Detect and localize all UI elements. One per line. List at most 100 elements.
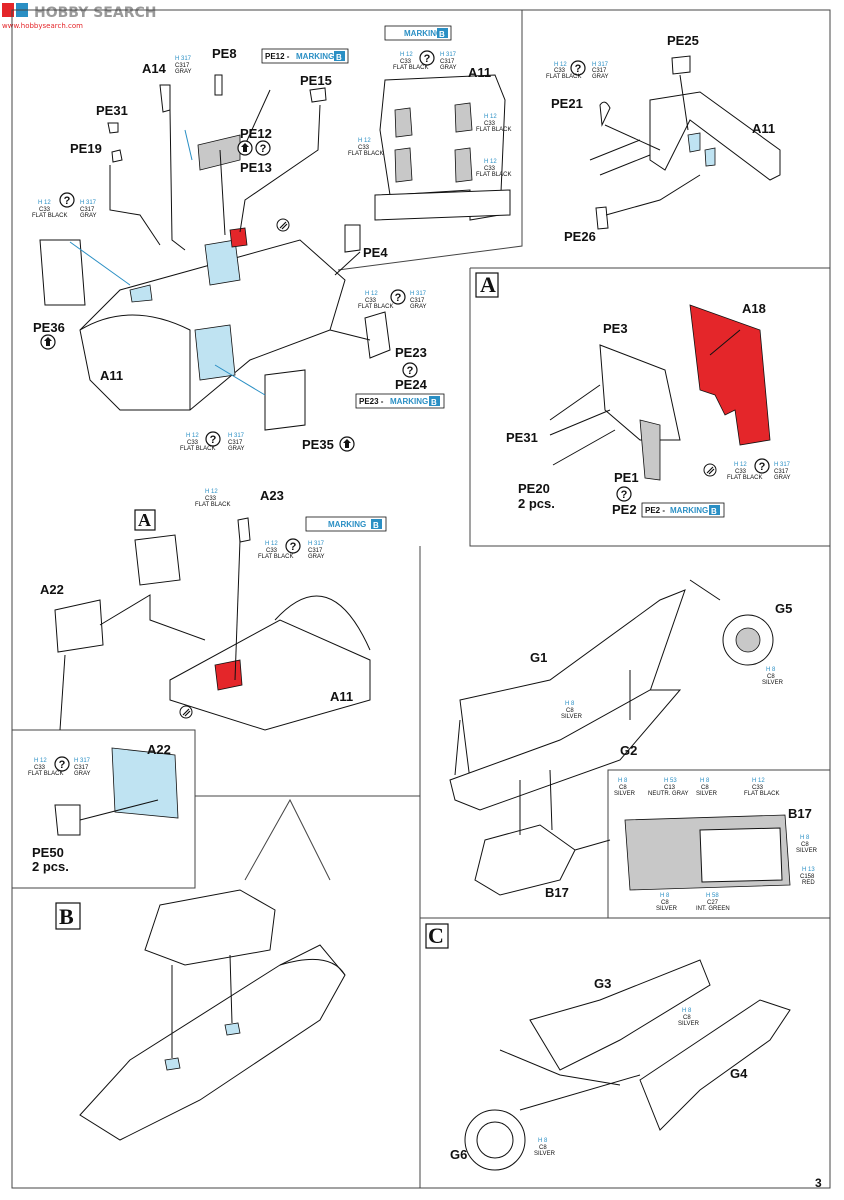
bend-icon — [339, 436, 355, 452]
svg-text:H 58: H 58 — [706, 893, 719, 899]
svg-text:GRAY: GRAY — [308, 554, 325, 560]
svg-text:H 8: H 8 — [682, 1008, 692, 1014]
part-label: PE21 — [551, 96, 583, 111]
paint-callout: H 12 C33 FLAT BLACK — [195, 489, 230, 508]
svg-text:NEUTR. GRAY: NEUTR. GRAY — [648, 791, 689, 797]
svg-text:GRAY: GRAY — [774, 475, 791, 481]
svg-text:H 8: H 8 — [766, 667, 776, 673]
svg-text:GRAY: GRAY — [410, 304, 427, 310]
paint-callout: H 12 C33 FLAT BLACK H 317 C317 GRAY — [28, 758, 91, 777]
svg-text:H 317: H 317 — [228, 433, 245, 439]
watermark-text: HOBBY SEARCH — [34, 5, 156, 21]
svg-text:SILVER: SILVER — [796, 848, 818, 854]
part-label: PE23 — [395, 345, 427, 360]
svg-text:C317: C317 — [308, 548, 323, 554]
paint-callout: H 12 C33 FLAT BLACK H 317 C317 GRAY — [32, 200, 97, 219]
marking-badge-pe12: PE12 - MARKING B — [261, 48, 349, 64]
svg-text:H 12: H 12 — [34, 758, 47, 764]
paint-callout: H 13 C158 RED — [800, 867, 815, 886]
question-icon — [754, 458, 770, 474]
svg-text:MARKING: MARKING — [670, 506, 708, 515]
svg-text:H 12: H 12 — [365, 291, 378, 297]
svg-text:PE2 -: PE2 - — [645, 506, 665, 515]
svg-text:H 317: H 317 — [592, 62, 609, 68]
part-label: PE13 — [240, 160, 272, 175]
svg-text:B: B — [336, 53, 342, 62]
part-label: PE20 — [518, 481, 550, 496]
svg-text:GRAY: GRAY — [440, 65, 457, 71]
paint-callout: H 8 C8 SILVER — [614, 778, 636, 797]
part-label: PE24 — [395, 377, 428, 392]
paint-callout: H 12 C33 FLAT BLACK — [476, 159, 511, 178]
svg-text:FLAT BLACK: FLAT BLACK — [744, 791, 779, 797]
svg-text:H 8: H 8 — [565, 701, 575, 707]
watermark-url: www.hobbysearch.com — [2, 22, 83, 30]
part-label: PE4 — [363, 245, 388, 260]
svg-text:SILVER: SILVER — [534, 1151, 556, 1157]
svg-text:MARKING: MARKING — [390, 397, 428, 406]
paint-callout: H 12 C33 FLAT BLACK — [476, 114, 511, 133]
svg-text:GRAY: GRAY — [74, 771, 91, 777]
paint-callout: H 58 C27 INT. GREEN — [696, 893, 730, 912]
svg-text:C33: C33 — [266, 548, 278, 554]
svg-text:H 8: H 8 — [538, 1138, 548, 1144]
paint-callout: H 8 C8 SILVER — [534, 1138, 556, 1157]
svg-text:B: B — [373, 521, 379, 530]
svg-text:H 12: H 12 — [484, 159, 497, 165]
svg-text:C33: C33 — [187, 440, 199, 446]
cockpit-assembly — [39, 55, 791, 1171]
svg-text:C33: C33 — [484, 166, 496, 172]
svg-text:H 12: H 12 — [186, 433, 199, 439]
svg-text:C8: C8 — [801, 842, 809, 848]
svg-text:PE23 -: PE23 - — [359, 397, 384, 406]
svg-text:SILVER: SILVER — [614, 791, 636, 797]
paint-callout: H 12 C33 FLAT BLACK — [348, 138, 383, 157]
page-number: 3 — [815, 1176, 822, 1190]
question-icon — [285, 538, 301, 554]
svg-text:FLAT BLACK: FLAT BLACK — [258, 554, 293, 560]
svg-text:INT. GREEN: INT. GREEN — [696, 906, 730, 912]
svg-text:FLAT BLACK: FLAT BLACK — [28, 771, 63, 777]
svg-text:FLAT BLACK: FLAT BLACK — [393, 65, 428, 71]
part-label: PE35 — [302, 437, 334, 452]
question-icon — [205, 431, 221, 447]
part-label: A11 — [330, 689, 353, 704]
watermark-logo-icon — [2, 3, 14, 17]
watermark: HOBBY SEARCH www.hobbysearch.com — [2, 3, 156, 30]
svg-text:C8: C8 — [539, 1145, 547, 1151]
svg-text:C158: C158 — [800, 874, 815, 880]
svg-text:C33: C33 — [365, 298, 377, 304]
paint-callout: H 12 C33 FLAT BLACK H 317 C317 GRAY — [727, 462, 791, 481]
part-label: A11 — [100, 368, 123, 383]
paint-callout: H 12 C33 FLAT BLACK H 317 C317 GRAY — [258, 541, 325, 560]
svg-text:MARKING: MARKING — [404, 29, 442, 38]
svg-text:FLAT BLACK: FLAT BLACK — [180, 446, 215, 452]
svg-text:H 12: H 12 — [400, 52, 413, 58]
svg-text:H 12: H 12 — [734, 462, 747, 468]
svg-text:C33: C33 — [34, 765, 46, 771]
paint-callout: H 8 C8 SILVER — [762, 667, 784, 686]
bend-icon — [40, 334, 56, 350]
paint-callout: H 8 C8 SILVER — [678, 1008, 700, 1027]
question-icon — [419, 50, 435, 66]
marking-badges: PE12 - MARKING B PE23 - MARKING B PE2 - … — [261, 25, 725, 532]
svg-text:B: B — [439, 30, 445, 39]
part-label: PE15 — [300, 73, 332, 88]
question-icon — [570, 60, 586, 76]
question-icon — [616, 486, 632, 502]
svg-text:C33: C33 — [554, 68, 566, 74]
svg-text:H 317: H 317 — [440, 52, 457, 58]
svg-text:C33: C33 — [205, 496, 217, 502]
svg-text:FLAT BLACK: FLAT BLACK — [32, 213, 67, 219]
svg-text:PE12 -: PE12 - — [265, 52, 290, 61]
paint-callout: H 12 C33 FLAT BLACK H 317 C317 GRAY — [393, 52, 457, 71]
paint-callout: H 12 C33 FLAT BLACK — [744, 778, 779, 797]
section-a2-label: A — [138, 510, 151, 530]
svg-text:SILVER: SILVER — [762, 680, 784, 686]
part-label: PE26 — [564, 229, 596, 244]
question-icon — [54, 756, 70, 772]
svg-text:C317: C317 — [74, 765, 89, 771]
section-b-label: B — [59, 904, 74, 929]
paint-callouts: H 12 C33 FLAT BLACK H 317 C317 GRAY H 31… — [28, 52, 818, 1157]
svg-text:C317: C317 — [774, 469, 789, 475]
